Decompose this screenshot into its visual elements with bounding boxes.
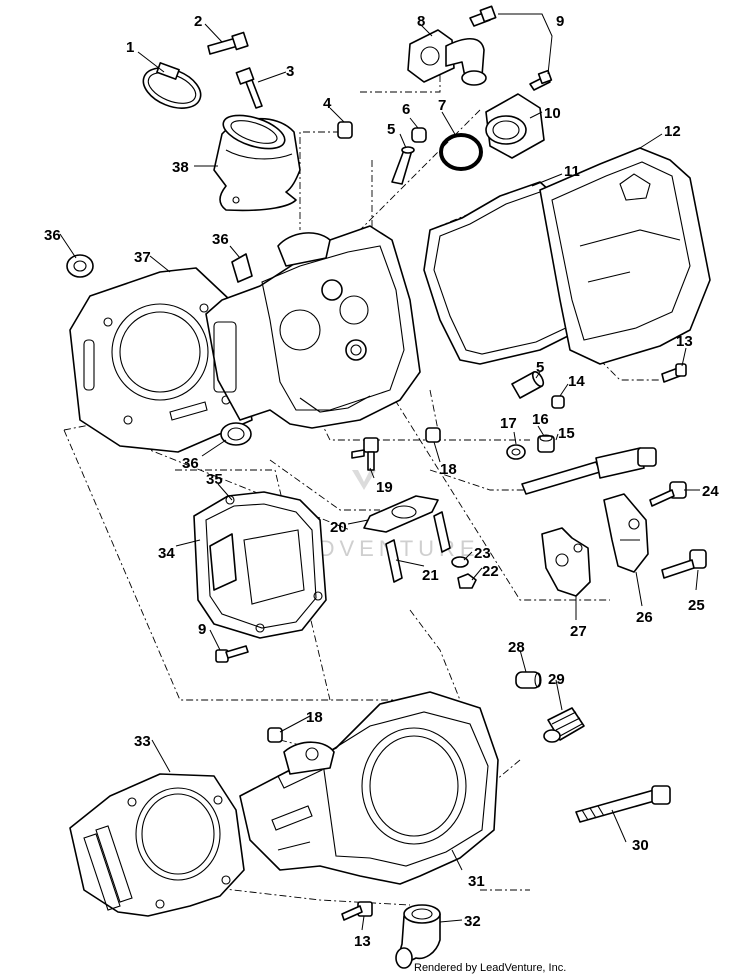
callout-32: 32 xyxy=(464,913,481,930)
part-2-bolt[interactable] xyxy=(207,31,249,55)
part-5-guide-lower[interactable] xyxy=(511,370,545,399)
callout-34: 34 xyxy=(158,545,175,562)
part-26-bracket[interactable] xyxy=(603,493,649,573)
callout-36-left: 36 xyxy=(44,227,61,244)
callout-12: 12 xyxy=(664,123,681,140)
callout-15: 15 xyxy=(558,425,575,442)
callout-5-lower: 5 xyxy=(536,359,544,376)
part-12-valve-cover[interactable] xyxy=(539,147,711,365)
part-32-elbow-fitting[interactable] xyxy=(395,904,441,969)
part-25-bolt[interactable] xyxy=(661,549,707,579)
callout-14: 14 xyxy=(568,373,585,390)
part-5-guide-upper[interactable] xyxy=(391,146,415,185)
footer-credit: Rendered by LeadVenture, Inc. xyxy=(414,962,567,974)
part-6-cap[interactable] xyxy=(411,127,427,143)
part-13-bolt-upper[interactable] xyxy=(661,363,687,383)
callout-21: 21 xyxy=(422,567,439,584)
part-4-dowel[interactable] xyxy=(337,121,353,139)
watermark-logo xyxy=(352,470,376,490)
part-1-clamp[interactable] xyxy=(137,60,206,116)
part-8-outlet-elbow[interactable] xyxy=(407,29,487,86)
part-30-bolt[interactable] xyxy=(575,785,671,823)
callout-25: 25 xyxy=(688,597,705,614)
callout-38: 38 xyxy=(172,159,189,176)
part-21-studs[interactable] xyxy=(385,511,451,583)
callout-7: 7 xyxy=(438,97,446,114)
callout-13-lower: 13 xyxy=(354,933,371,950)
callout-22: 22 xyxy=(482,563,499,580)
part-34-tensioner-cover[interactable] xyxy=(193,491,327,639)
part-33-base-gasket[interactable] xyxy=(69,773,245,917)
callout-28: 28 xyxy=(508,639,525,656)
callout-29: 29 xyxy=(548,671,565,688)
part-3-bolt[interactable] xyxy=(235,67,263,109)
callout-27: 27 xyxy=(570,623,587,640)
part-29-fitting[interactable] xyxy=(543,707,585,743)
part-22-nut[interactable] xyxy=(457,573,477,589)
part-7-o-ring[interactable] xyxy=(439,133,483,171)
part-36-seal-left[interactable] xyxy=(66,254,94,278)
callout-1: 1 xyxy=(126,39,134,56)
leader-lines xyxy=(59,13,700,931)
callout-5-upper: 5 xyxy=(387,121,395,138)
part-19-bolt[interactable] xyxy=(351,437,379,471)
part-38-intake-boot[interactable] xyxy=(213,109,301,212)
callout-20: 20 xyxy=(330,519,347,536)
callout-10: 10 xyxy=(544,105,561,122)
part-13-bolt-lower[interactable] xyxy=(341,901,373,921)
part-31-cylinder[interactable] xyxy=(239,691,499,885)
part-24-bolt[interactable] xyxy=(649,481,687,507)
callout-18-mid: 18 xyxy=(440,461,457,478)
callout-8: 8 xyxy=(417,13,425,30)
callout-35: 35 xyxy=(206,471,223,488)
callout-33: 33 xyxy=(134,733,151,750)
callout-23: 23 xyxy=(474,545,491,562)
part-9-bolt-lower[interactable] xyxy=(215,645,249,663)
part-10-thermostat-housing[interactable] xyxy=(485,93,545,159)
callout-13-upper: 13 xyxy=(676,333,693,350)
part-27-bracket[interactable] xyxy=(541,527,591,597)
callout-4: 4 xyxy=(323,95,332,112)
callout-19: 19 xyxy=(376,479,393,496)
part-14-cap[interactable] xyxy=(551,395,565,409)
callout-36-lower: 36 xyxy=(182,455,199,472)
callout-9-lower: 9 xyxy=(198,621,206,638)
callout-11: 11 xyxy=(564,163,580,180)
callout-31: 31 xyxy=(468,873,485,890)
callout-36-top: 36 xyxy=(212,231,229,248)
part-20-gasket[interactable] xyxy=(363,495,439,533)
part-15-bolt[interactable] xyxy=(521,447,657,495)
callout-17: 17 xyxy=(500,415,517,432)
cylinder-head[interactable] xyxy=(205,225,421,429)
part-36-seal-lower[interactable] xyxy=(220,422,252,446)
part-16-nut[interactable] xyxy=(537,434,555,453)
callout-6: 6 xyxy=(402,101,410,118)
part-18-dowel-lower[interactable] xyxy=(267,727,283,743)
callout-37: 37 xyxy=(134,249,151,266)
part-17-washer[interactable] xyxy=(506,444,526,460)
callout-30: 30 xyxy=(632,837,649,854)
callout-26: 26 xyxy=(636,609,653,626)
callout-18-lower: 18 xyxy=(306,709,323,726)
part-18-dowel-mid[interactable] xyxy=(425,427,441,443)
callout-labels: 1 2 3 4 5 6 7 8 9 10 11 12 13 5 14 16 17… xyxy=(44,13,719,950)
callout-16: 16 xyxy=(532,411,549,428)
callout-9-top: 9 xyxy=(556,13,564,30)
callout-24: 24 xyxy=(702,483,719,500)
part-28-dowel[interactable] xyxy=(515,671,542,689)
callout-3: 3 xyxy=(286,63,294,80)
callout-2: 2 xyxy=(194,13,202,30)
